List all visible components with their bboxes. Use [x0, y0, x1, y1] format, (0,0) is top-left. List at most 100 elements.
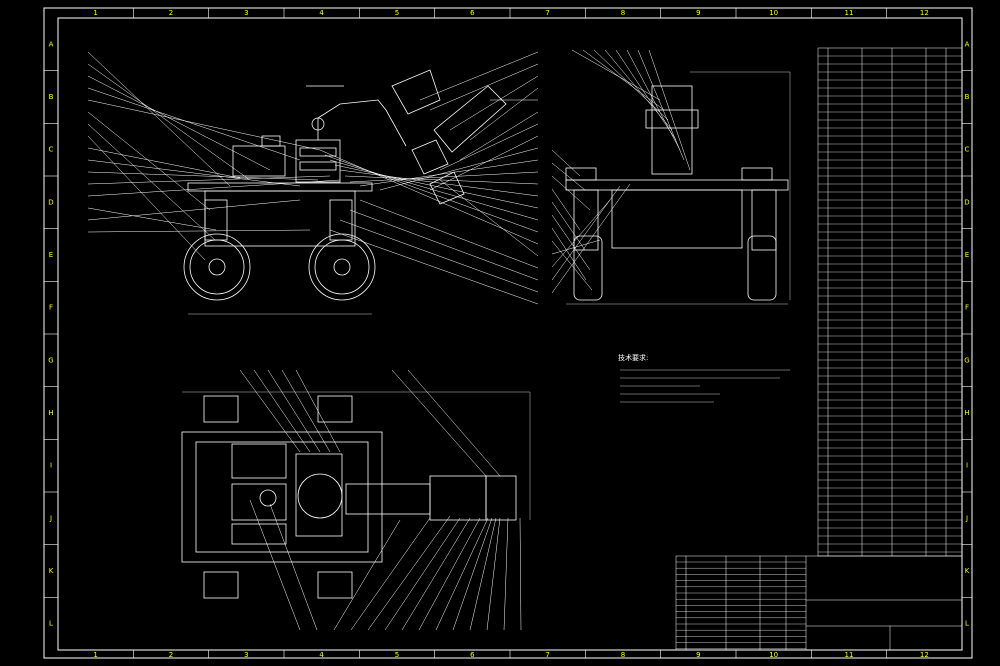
- title-block-outline: [675, 555, 963, 651]
- leader-line: [419, 51, 539, 101]
- arm-detail-end: [429, 171, 465, 205]
- row-label: L: [965, 620, 969, 628]
- top-chassis-inner: [195, 441, 369, 553]
- top-controller: [231, 483, 287, 521]
- leader-line: [253, 369, 311, 453]
- front-chassis-deck: [187, 182, 373, 192]
- row-label: J: [965, 514, 968, 522]
- inner-border: [57, 17, 963, 651]
- row-label: B: [965, 93, 970, 101]
- row-label: D: [964, 198, 969, 206]
- leader-line: [329, 159, 539, 221]
- leader-line: [626, 49, 681, 151]
- column-label: 7: [545, 651, 549, 659]
- leader-line: [281, 369, 331, 453]
- leader-line: [87, 179, 341, 197]
- leader-line: [367, 515, 451, 631]
- side-right-motor: [741, 167, 773, 181]
- leader-line: [87, 99, 321, 151]
- leader-line: [551, 214, 591, 271]
- side-right-leg: [751, 189, 777, 251]
- leader-line: [435, 517, 489, 631]
- column-label: 9: [696, 651, 700, 659]
- row-label: K: [965, 567, 970, 575]
- leader-line: [551, 227, 587, 281]
- column-label: 2: [169, 9, 173, 17]
- leader-line: [582, 49, 665, 111]
- leader-line: [439, 179, 539, 257]
- column-label: 9: [696, 9, 700, 17]
- row-label: E: [49, 251, 53, 259]
- leader-line: [449, 75, 539, 131]
- column-label: 5: [395, 651, 399, 659]
- top-gripper: [485, 475, 517, 521]
- leader-line: [615, 49, 677, 141]
- row-label: C: [965, 146, 970, 154]
- side-chassis-deck: [565, 179, 789, 191]
- leader-line: [571, 49, 661, 101]
- column-label: 10: [769, 9, 778, 17]
- leader-line: [407, 369, 501, 477]
- column-label: 12: [920, 9, 929, 17]
- leader-line: [379, 147, 539, 191]
- row-label: G: [48, 356, 53, 364]
- top-controller-dial: [259, 489, 277, 507]
- row-label: F: [965, 304, 969, 312]
- top-battery: [231, 443, 287, 479]
- side-view: [565, 71, 791, 305]
- front-shoulder-joint: [311, 117, 325, 131]
- front-view-leader-lines: [87, 51, 539, 305]
- leader-line: [429, 63, 539, 111]
- row-label: D: [48, 198, 53, 206]
- top-wheel-front-left: [203, 395, 239, 423]
- leader-line: [503, 517, 509, 631]
- front-right-wheel: [308, 233, 376, 301]
- row-label: L: [49, 620, 53, 628]
- leader-line: [391, 369, 487, 477]
- leader-line: [551, 240, 593, 291]
- leader-line: [418, 517, 481, 631]
- leader-line: [469, 87, 539, 141]
- column-label: 11: [845, 9, 854, 17]
- column-label: 2: [169, 651, 173, 659]
- leader-line: [87, 111, 211, 211]
- title-block: [675, 555, 963, 651]
- top-wheel-rear-right: [317, 571, 353, 599]
- column-label: 4: [319, 9, 324, 17]
- leader-line: [239, 369, 301, 453]
- arm-detail-gripper: [391, 69, 441, 115]
- front-left-wheel: [183, 233, 251, 301]
- notes-heading: 技术要求:: [618, 353, 648, 362]
- outer-border: [43, 7, 973, 659]
- top-io-panel: [231, 523, 287, 545]
- row-label: C: [49, 146, 54, 154]
- leader-line: [519, 517, 522, 631]
- leader-line: [452, 517, 493, 631]
- side-left-motor: [565, 167, 597, 181]
- top-arm-link-2: [429, 475, 487, 521]
- leader-line: [344, 175, 539, 185]
- column-label: 3: [244, 9, 248, 17]
- top-arm-turntable: [297, 473, 343, 519]
- leader-line: [401, 517, 471, 631]
- front-arm-base-band-2: [299, 161, 337, 171]
- leader-line: [87, 75, 271, 171]
- row-label: J: [49, 514, 52, 522]
- leader-line: [87, 207, 217, 231]
- leader-line: [384, 517, 461, 631]
- front-left-wheel-hub: [208, 258, 226, 276]
- technical-notes: 技术要求:: [618, 353, 790, 403]
- column-label: 10: [769, 651, 778, 659]
- row-label: A: [49, 40, 54, 48]
- leader-line: [87, 51, 231, 187]
- front-battery-box: [232, 145, 286, 177]
- column-label: 5: [395, 9, 399, 17]
- leader-line: [551, 188, 581, 231]
- leader-line: [339, 169, 539, 197]
- front-right-wheel-inner: [314, 239, 370, 295]
- leader-line: [267, 369, 321, 453]
- front-battery-cap: [261, 135, 281, 147]
